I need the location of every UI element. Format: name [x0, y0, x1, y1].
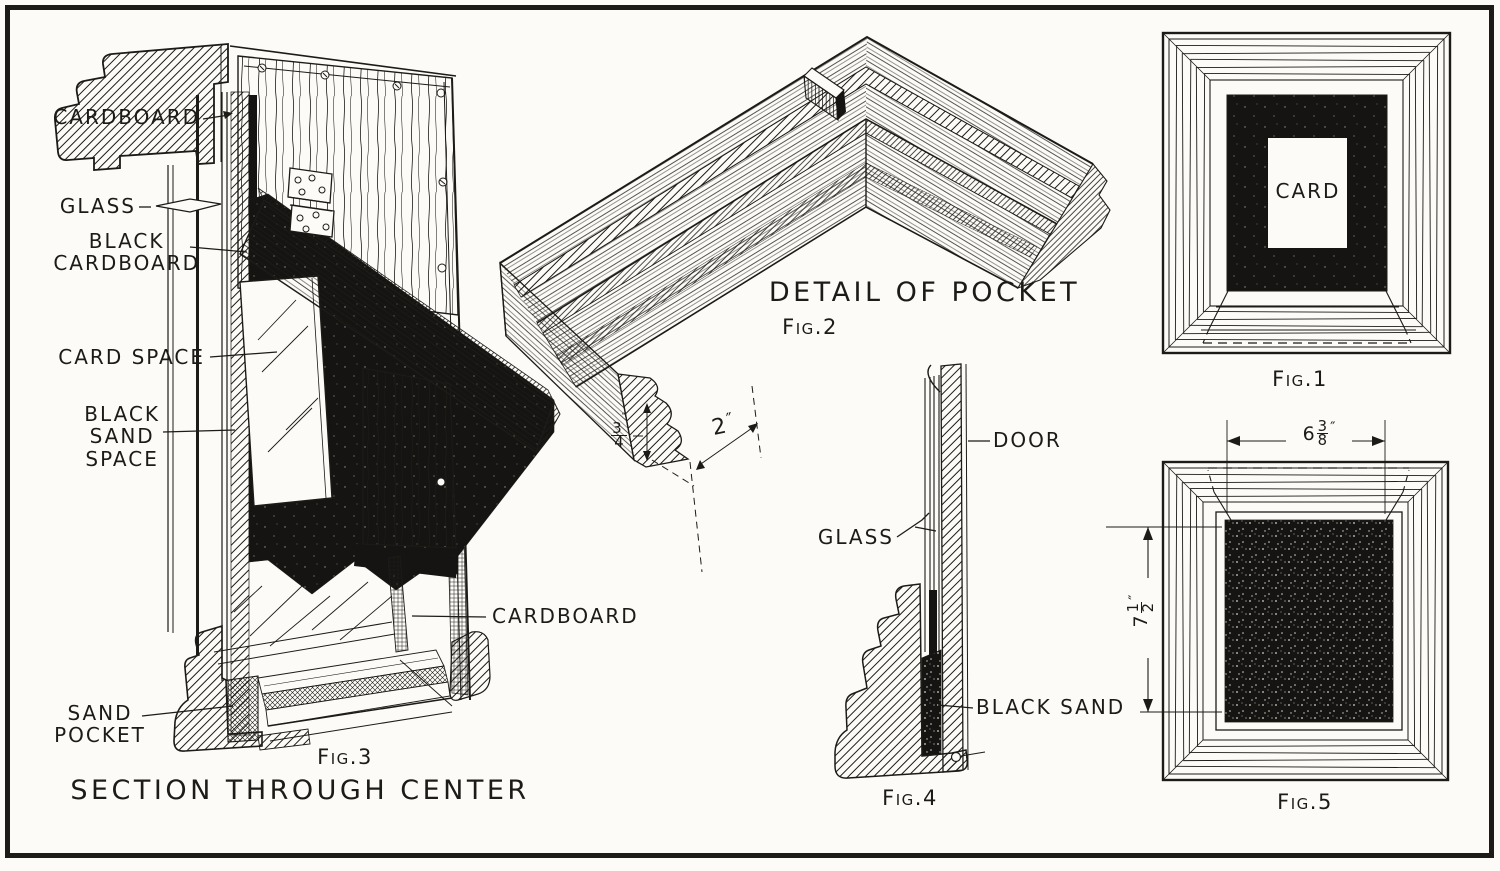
black-sand-area: [1224, 519, 1394, 723]
fig5-drawing: [1106, 420, 1450, 782]
label-black-sand: BLACK SAND: [976, 695, 1126, 719]
leader-black-sand-space: [162, 429, 236, 433]
fig2-dim-width: [689, 385, 762, 573]
fig1-drawing: [1161, 31, 1452, 355]
label-glass: GLASS: [59, 194, 136, 218]
label-cardboard-right: CARDBOARD: [492, 604, 639, 628]
sand-column: [921, 649, 942, 757]
fig1-pocket-lines: [1201, 290, 1416, 344]
label-door: DOOR: [993, 428, 1062, 452]
bottom-moulding: [834, 583, 969, 779]
leader-cardboard-right: [411, 615, 487, 618]
leader-black-sand: [937, 704, 974, 709]
fig2-title: DETAIL OF POCKET: [768, 277, 1081, 308]
fig2-drawing: [499, 35, 1111, 573]
label-card: CARD: [1275, 179, 1341, 203]
fig5-dim-width-lines: [1226, 420, 1386, 514]
fig2-dim-thickness-label: 3″4: [611, 411, 627, 452]
label-black-cardboard: BLACK CARDBOARD: [53, 229, 200, 276]
label-glass-fig4: GLASS: [817, 525, 894, 549]
fig5-pocket-lines: [1207, 467, 1410, 521]
card-rect: [1268, 138, 1347, 248]
fig4-caption: Fig.4: [882, 786, 938, 810]
leader-glass-pointer: [155, 198, 222, 213]
fig3-drawing: [53, 43, 561, 752]
leader-sand-pocket: [141, 705, 234, 717]
fig5-caption: Fig.5: [1277, 790, 1333, 814]
fig3-leaders: [139, 111, 487, 717]
leader-card-space: [209, 351, 278, 358]
label-sand-pocket: SAND POCKET: [54, 701, 146, 748]
leader-glass4: [896, 512, 930, 538]
fig4-drawing: [834, 363, 990, 779]
screws: [257, 63, 448, 273]
hinge: [287, 167, 335, 238]
door-board: [940, 363, 964, 773]
leader-black-cardboard: [189, 246, 248, 253]
plate-border: [5, 5, 1494, 858]
fig5-dim-height-lines: [1106, 526, 1222, 713]
label-black-sand-space: BLACK SAND SPACE: [84, 402, 160, 471]
fig2-caption: Fig.2: [782, 315, 838, 339]
label-cardboard-top: CARDBOARD: [53, 105, 200, 129]
label-card-space: CARD SPACE: [58, 345, 205, 369]
fig3-title: SECTION THROUGH CENTER: [70, 775, 530, 806]
fig1-caption: Fig.1: [1272, 367, 1328, 391]
fig3-caption: Fig.3: [317, 745, 373, 769]
fig2-dim-thickness: [633, 403, 695, 487]
